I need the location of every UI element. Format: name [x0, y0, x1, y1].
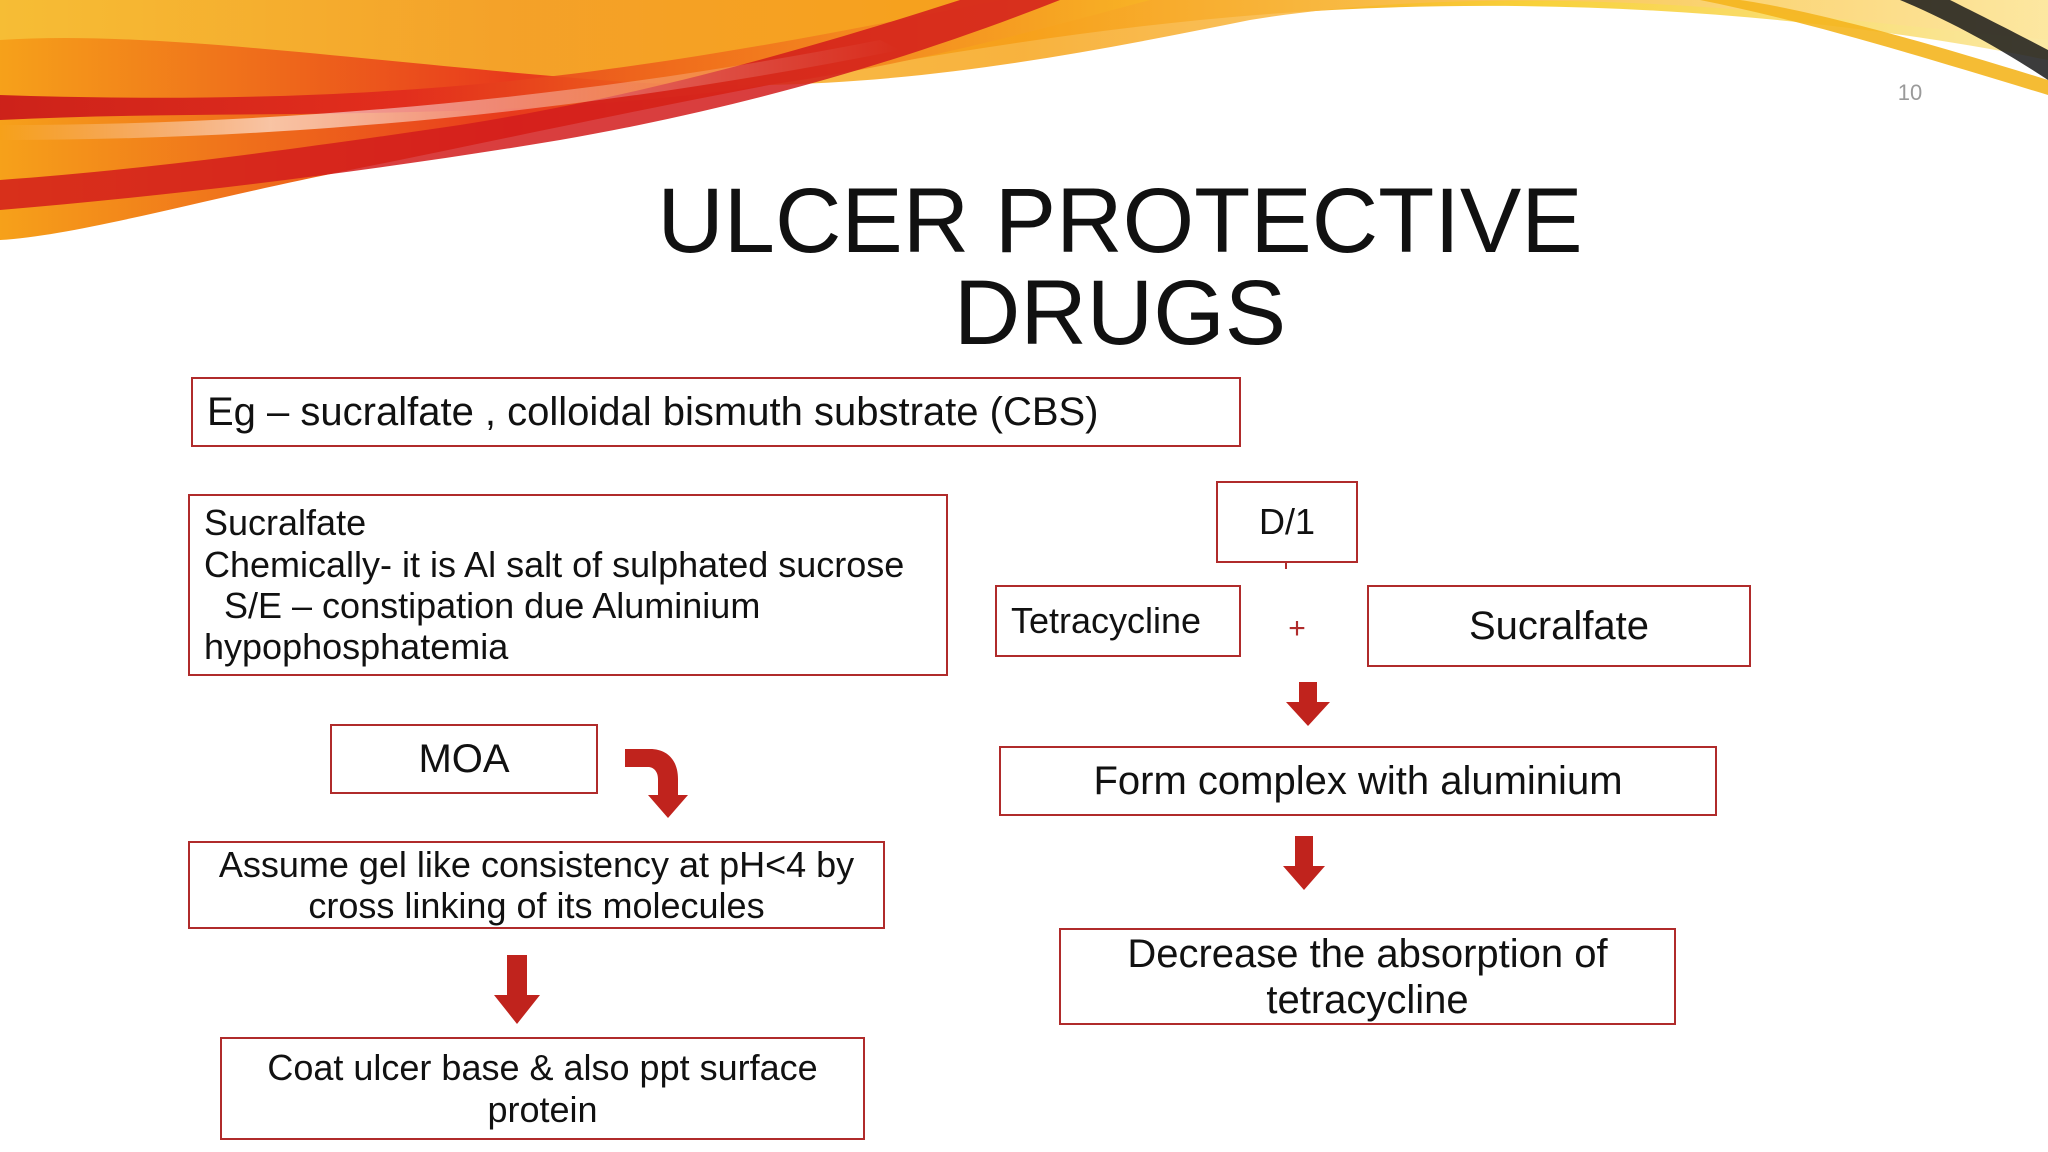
arrow-down-icon	[1283, 836, 1325, 890]
examples-box: Eg – sucralfate , colloidal bismuth subs…	[191, 377, 1241, 447]
arrow-down-icon	[494, 955, 540, 1024]
sucralfate-info-line-4: hypophosphatemia	[204, 626, 509, 668]
slide-number: 10	[1897, 80, 1923, 105]
sucralfate-label: Sucralfate	[1468, 603, 1650, 648]
moa-label: MOA	[418, 736, 510, 781]
gel-consistency-box: Assume gel like consistency at pH<4 by c…	[188, 841, 885, 929]
drug-interaction-label: D/1	[1258, 501, 1316, 542]
decrease-line-2: tetracycline	[1266, 977, 1469, 1022]
gel-line-1: Assume gel like consistency at pH<4 by	[218, 843, 855, 885]
tetracycline-label: Tetracycline	[1011, 600, 1202, 641]
plus-sign: +	[1288, 612, 1306, 645]
form-complex-label: Form complex with aluminium	[1093, 758, 1623, 803]
page-title: ULCER PROTECTIVE DRUGS	[657, 170, 1583, 364]
decorative-swoosh-banner	[0, 0, 2048, 240]
moa-box: MOA	[330, 724, 598, 794]
curved-arrow-down-icon	[625, 749, 688, 818]
sucralfate-info-line-1: Sucralfate	[204, 502, 367, 544]
arrow-down-icon	[1286, 682, 1330, 726]
drug-interaction-box: D/1	[1216, 481, 1358, 563]
gel-line-2: cross linking of its molecules	[308, 885, 765, 926]
sucralfate-box: Sucralfate	[1367, 585, 1751, 667]
decrease-absorption-box: Decrease the absorption of tetracycline	[1059, 928, 1676, 1025]
sucralfate-info-box: Sucralfate Chemically- it is Al salt of …	[188, 494, 948, 676]
form-complex-box: Form complex with aluminium	[999, 746, 1717, 816]
sucralfate-info-line-3: S/E – constipation due Aluminium	[224, 585, 761, 626]
coat-line-1: Coat ulcer base & also ppt surface	[267, 1047, 818, 1089]
coat-ulcer-box: Coat ulcer base & also ppt surface prote…	[220, 1037, 865, 1140]
examples-text: Eg – sucralfate , colloidal bismuth subs…	[207, 389, 1099, 434]
sucralfate-info-line-2: Chemically- it is Al salt of sulphated s…	[204, 543, 905, 585]
decrease-line-1: Decrease the absorption of	[1127, 931, 1608, 976]
connector-tick	[1285, 563, 1287, 569]
tetracycline-box: Tetracycline	[995, 585, 1241, 657]
coat-line-2: protein	[487, 1088, 598, 1130]
